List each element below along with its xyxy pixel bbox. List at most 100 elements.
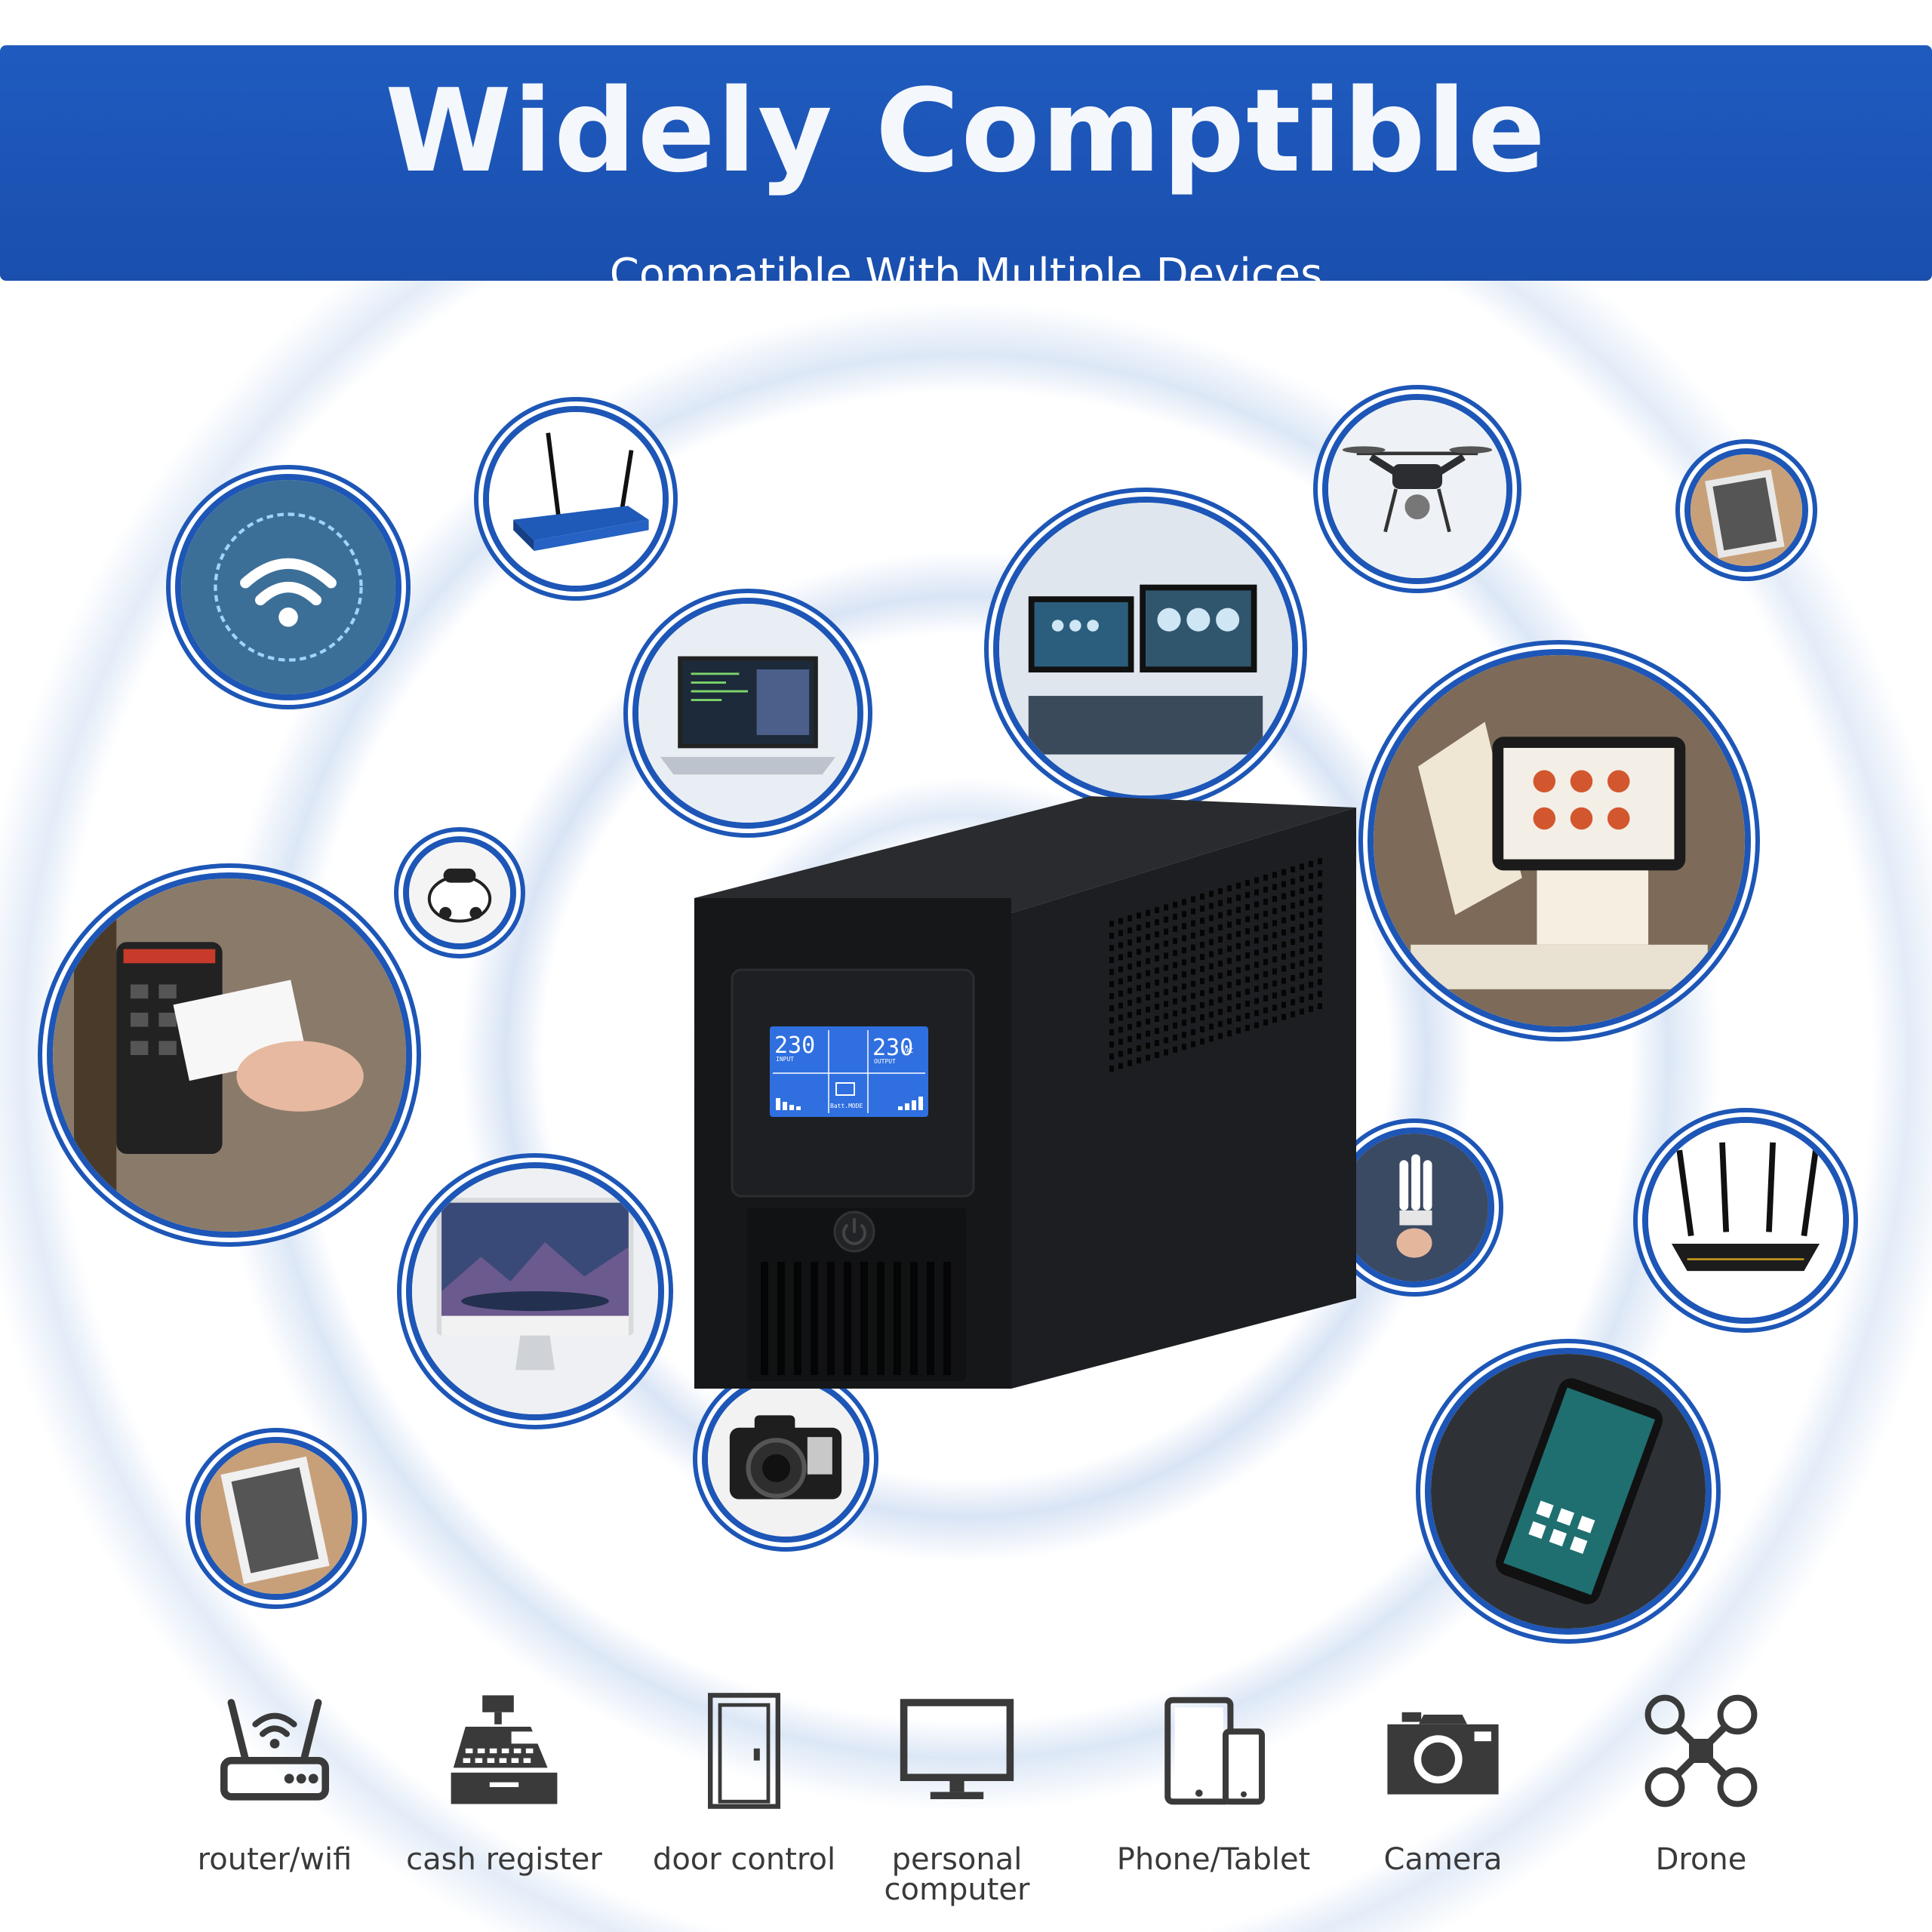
header-banner: Widely Comptible Compatible With Multipl… — [0, 45, 1932, 296]
side-vent-hole — [1236, 991, 1241, 998]
side-vent-hole — [1318, 894, 1322, 901]
side-vent-hole — [1137, 973, 1141, 980]
side-vent-hole — [1109, 945, 1114, 951]
side-vent-hole — [1309, 1005, 1313, 1012]
side-vent-hole — [1254, 937, 1259, 944]
side-vent-hole — [1200, 1026, 1204, 1032]
side-vent-hole — [1128, 1035, 1132, 1042]
side-vent-hole — [1318, 858, 1322, 865]
side-vent-hole — [1109, 1041, 1114, 1048]
drone-bubble — [1322, 394, 1512, 584]
side-vent-hole — [1128, 939, 1132, 946]
side-vent-hole — [1227, 934, 1232, 940]
side-vent-hole — [1137, 912, 1141, 919]
side-vent-hole — [1164, 916, 1168, 923]
side-vent-hole — [1263, 971, 1268, 977]
side-vent-hole — [1300, 924, 1304, 931]
page-subtitle: Compatible With Multiple Devices — [609, 250, 1323, 299]
side-vent-hole — [1191, 980, 1195, 987]
side-vent-hole — [1191, 944, 1195, 951]
side-vent-hole — [1272, 884, 1277, 891]
side-vent-hole — [1164, 977, 1168, 983]
device-door-control: door control — [631, 1690, 857, 1875]
side-vent-hole — [1146, 1030, 1150, 1037]
side-vent-hole — [1209, 951, 1214, 958]
side-vent-hole — [1128, 1048, 1132, 1054]
side-vent-hole — [1218, 972, 1223, 979]
side-vent-hole — [1155, 943, 1159, 949]
side-vent-hole — [1109, 993, 1114, 999]
device-router-wifi: router/wifi — [162, 1690, 388, 1875]
side-vent-hole — [1272, 992, 1277, 999]
side-vent-hole — [1281, 941, 1286, 948]
side-vent-hole — [1155, 1016, 1159, 1022]
side-vent-hole — [1109, 1066, 1114, 1072]
side-vent-hole — [1300, 1008, 1304, 1015]
side-vent-hole — [1263, 922, 1268, 929]
side-vent-hole — [1309, 981, 1313, 988]
side-vent-hole — [1164, 928, 1168, 935]
side-vent-hole — [1137, 937, 1141, 943]
front-grille-slot — [761, 1262, 768, 1375]
robot-bubble — [403, 836, 516, 949]
side-vent-hole — [1155, 968, 1159, 974]
side-vent-hole — [1254, 998, 1259, 1004]
side-vent-hole — [1291, 939, 1295, 945]
side-vent-hole — [1182, 983, 1186, 990]
side-vent-hole — [1309, 860, 1313, 867]
side-vent-hole — [1254, 949, 1259, 956]
side-vent-hole — [1191, 992, 1195, 999]
monitor-icon — [900, 1699, 1014, 1799]
device-label: cash register — [406, 1842, 602, 1877]
side-vent-hole — [1109, 1054, 1114, 1060]
tablet-bubble-small — [1684, 448, 1808, 572]
side-vent-hole — [1263, 1019, 1268, 1026]
side-vent-hole — [1146, 982, 1150, 989]
side-vent-hole — [1227, 982, 1232, 989]
side-vent-hole — [1137, 1009, 1141, 1016]
side-vent-hole — [1291, 927, 1295, 933]
side-vent-hole — [1137, 1057, 1141, 1064]
side-vent-hole — [1118, 990, 1123, 997]
side-vent-hole — [1236, 955, 1241, 961]
device-label: door control — [652, 1842, 836, 1877]
side-vent-hole — [1300, 936, 1304, 943]
side-vent-hole — [1263, 995, 1268, 1001]
cash-register-icon — [451, 1695, 558, 1804]
side-vent-hole — [1218, 1020, 1223, 1027]
lcd-input-value: 230 — [774, 1032, 815, 1059]
side-vent-hole — [1146, 970, 1150, 977]
side-vent-hole — [1146, 934, 1150, 940]
side-vent-hole — [1182, 1032, 1186, 1038]
side-vent-hole — [1309, 921, 1313, 928]
side-vent-hole — [1245, 989, 1250, 995]
side-vent-hole — [1318, 906, 1322, 913]
side-vent-hole — [1245, 928, 1250, 934]
side-vent-hole — [1191, 932, 1195, 939]
side-vent-hole — [1118, 942, 1123, 949]
device-cash-register: cash register — [391, 1690, 617, 1875]
wifi-bubble — [175, 474, 401, 700]
side-vent-hole — [1300, 900, 1304, 906]
side-vent-hole — [1272, 944, 1277, 951]
side-vent-hole — [1164, 1049, 1168, 1056]
side-vent-hole — [1309, 957, 1313, 964]
device-drone: Drone — [1588, 1690, 1814, 1875]
side-vent-hole — [1118, 1002, 1123, 1009]
device-phone-tablet: Phone/Tablet — [1100, 1690, 1327, 1875]
side-vent-hole — [1173, 1022, 1177, 1029]
front-grille-slot — [844, 1262, 851, 1375]
side-vent-hole — [1200, 966, 1204, 972]
side-vent-hole — [1155, 907, 1159, 913]
side-vent-hole — [1245, 880, 1250, 886]
side-vent-hole — [1254, 901, 1259, 908]
side-vent-hole — [1173, 913, 1177, 920]
side-vent-hole — [1281, 869, 1286, 875]
drone-icon — [1644, 1694, 1758, 1807]
side-vent-hole — [1236, 1015, 1241, 1022]
side-vent-hole — [1254, 913, 1259, 920]
side-vent-hole — [1209, 1035, 1214, 1042]
side-vent-hole — [1245, 952, 1250, 958]
side-vent-hole — [1182, 959, 1186, 966]
side-vent-hole — [1236, 943, 1241, 949]
